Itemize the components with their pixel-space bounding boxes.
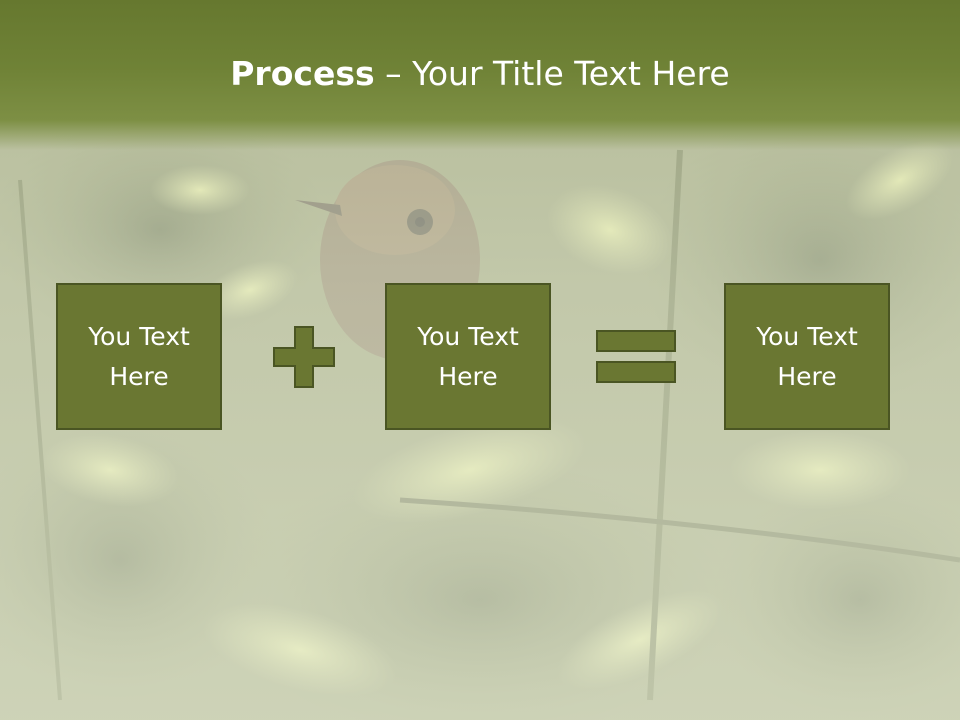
step-box-2-text: You Text Here bbox=[417, 321, 519, 391]
step-box-3-text: You Text Here bbox=[756, 321, 858, 391]
step-box-3[interactable]: You Text Here bbox=[724, 283, 890, 430]
equals-icon bbox=[596, 330, 676, 383]
slide-title-rest: – Your Title Text Here bbox=[374, 54, 730, 93]
step-box-2[interactable]: You Text Here bbox=[385, 283, 551, 430]
slide-title: Process – Your Title Text Here bbox=[0, 52, 960, 96]
title-bar bbox=[0, 0, 960, 150]
step-box-1-text: You Text Here bbox=[88, 321, 190, 391]
step-box-1[interactable]: You Text Here bbox=[56, 283, 222, 430]
slide-title-bold: Process bbox=[230, 54, 375, 93]
plus-icon bbox=[273, 326, 335, 388]
